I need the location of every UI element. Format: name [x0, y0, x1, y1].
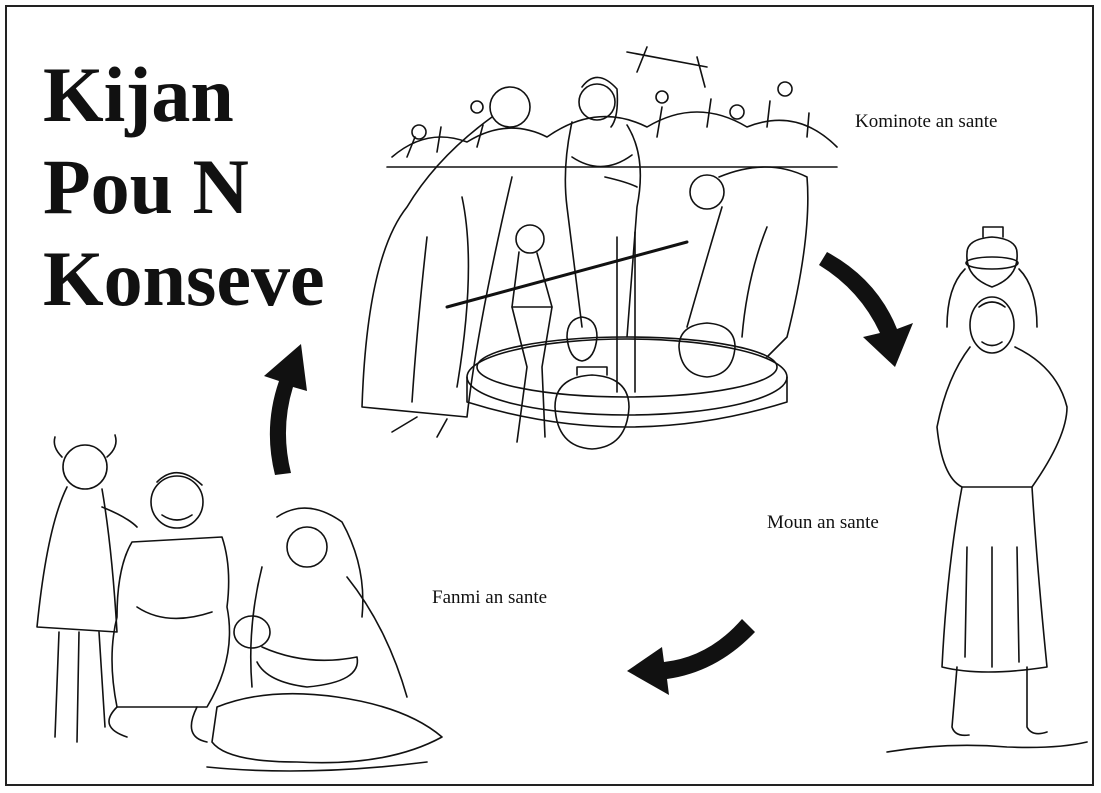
- title-line-1: Kijan: [43, 51, 234, 138]
- illustration-canvas: [7, 7, 1094, 786]
- title-line-2: Pou N: [43, 143, 249, 230]
- family-label: Fanmi an sante: [432, 587, 548, 608]
- poster-title: Kijan Pou N Konseve: [43, 49, 325, 325]
- healthy-family-illustration: [37, 435, 442, 771]
- poster-frame: Kijan Pou N Konseve: [5, 5, 1094, 786]
- community-label: Kominote an sante: [855, 111, 998, 132]
- person-label: Moun an sante: [767, 512, 879, 533]
- curved-arrow-icon: [627, 619, 755, 695]
- title-line-3: Konseve: [43, 235, 325, 322]
- community-well-illustration: [362, 47, 837, 449]
- healthy-person-illustration: [887, 227, 1087, 752]
- curved-arrow-icon: [264, 344, 307, 475]
- curved-arrow-icon: [819, 252, 913, 367]
